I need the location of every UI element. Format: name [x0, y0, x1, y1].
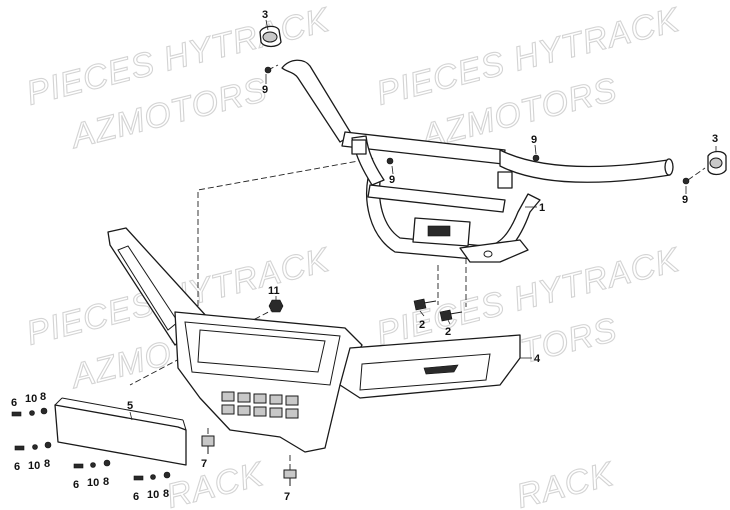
callout-7: 7 — [284, 491, 290, 503]
tube-upper-right — [499, 149, 671, 184]
washer-icon — [90, 462, 96, 468]
tube-lower-loop — [366, 177, 541, 261]
nut-icon-11 — [268, 299, 284, 313]
callout-8: 8 — [40, 391, 46, 403]
watermark-partial: RACK — [513, 455, 618, 510]
bumper-grille — [221, 391, 299, 419]
tube-end-right — [664, 158, 674, 176]
bumper-wing-right-inset — [359, 353, 491, 391]
washer-icon — [29, 410, 35, 416]
grip-left — [259, 25, 282, 48]
callout-11: 11 — [268, 285, 280, 297]
callout-1: 1 — [539, 202, 545, 214]
nut-icon — [40, 407, 48, 415]
bumper-wing-right — [339, 334, 521, 399]
callout-6: 6 — [14, 461, 20, 473]
nut-icon — [44, 441, 52, 449]
screw-icon — [201, 435, 215, 447]
callout-3: 3 — [262, 9, 268, 21]
callout-7: 7 — [201, 458, 207, 470]
screw-icons-7 — [201, 435, 297, 486]
callout-9: 9 — [262, 84, 268, 96]
mount-bracket-right — [497, 171, 513, 189]
callout-9: 9 — [389, 174, 395, 186]
leader-lines — [129, 19, 717, 421]
mount-bracket-left — [351, 139, 367, 155]
grip-right — [707, 150, 727, 176]
screw-icon — [133, 475, 144, 481]
handlebar-frame — [281, 59, 674, 263]
assembly-line-bar-to-bumper — [197, 157, 376, 315]
callout-8: 8 — [163, 488, 169, 500]
fastener-set-right — [133, 471, 171, 481]
callout-8: 8 — [44, 458, 50, 470]
callout-10: 10 — [25, 393, 37, 405]
screw-icon — [14, 445, 25, 451]
lower-mount-bracket — [459, 239, 529, 263]
fastener-set-middle — [73, 459, 111, 469]
nut-icon — [103, 459, 111, 467]
tube-crossbar-middle — [367, 184, 506, 213]
bumper-center-window — [197, 329, 326, 373]
bolt-icons-2 — [413, 298, 463, 322]
assembly-line-grip-right — [687, 167, 706, 181]
bumper-center-frame — [184, 321, 341, 386]
screw-icon — [386, 157, 394, 165]
callout-numbers: 3 9 9 9 9 3 1 4 5 11 2 2 7 7 6 10 8 6 10… — [11, 9, 718, 503]
screw-icon — [264, 66, 272, 74]
tube-upper-left — [281, 59, 353, 143]
callout-6: 6 — [73, 479, 79, 491]
washer-icon — [150, 474, 156, 480]
center-plate-slot — [427, 225, 451, 237]
screw-icon — [532, 154, 540, 162]
bumper-center-housing — [174, 311, 363, 453]
lower-panel-body — [54, 404, 187, 466]
callout-5: 5 — [127, 400, 133, 412]
lower-panel — [54, 397, 187, 466]
callout-2: 2 — [445, 326, 451, 338]
callout-3: 3 — [712, 133, 718, 145]
screw-icons-9 — [264, 66, 690, 185]
fastener-set-left — [14, 441, 52, 451]
fastener-set-top — [11, 407, 48, 417]
callout-10: 10 — [87, 477, 99, 489]
callout-8: 8 — [103, 476, 109, 488]
nut-icon — [163, 471, 171, 479]
callout-4: 4 — [534, 353, 541, 365]
callout-9: 9 — [682, 194, 688, 206]
washer-icon — [32, 444, 38, 450]
callout-6: 6 — [11, 397, 17, 409]
callout-10: 10 — [28, 460, 40, 472]
bolt-icon — [439, 309, 453, 322]
screw-icon — [283, 469, 297, 479]
bolt-icon — [413, 298, 427, 311]
screw-icon — [682, 177, 690, 185]
screw-icon — [11, 411, 22, 417]
callout-6: 6 — [133, 491, 139, 503]
bumper-wing-right-reflector — [423, 364, 459, 375]
callout-2: 2 — [419, 319, 425, 331]
bumper-assembly — [107, 227, 521, 453]
callout-9: 9 — [531, 134, 537, 146]
lower-bracket-hole — [483, 250, 493, 258]
callout-10: 10 — [147, 489, 159, 501]
screw-icon — [73, 463, 84, 469]
